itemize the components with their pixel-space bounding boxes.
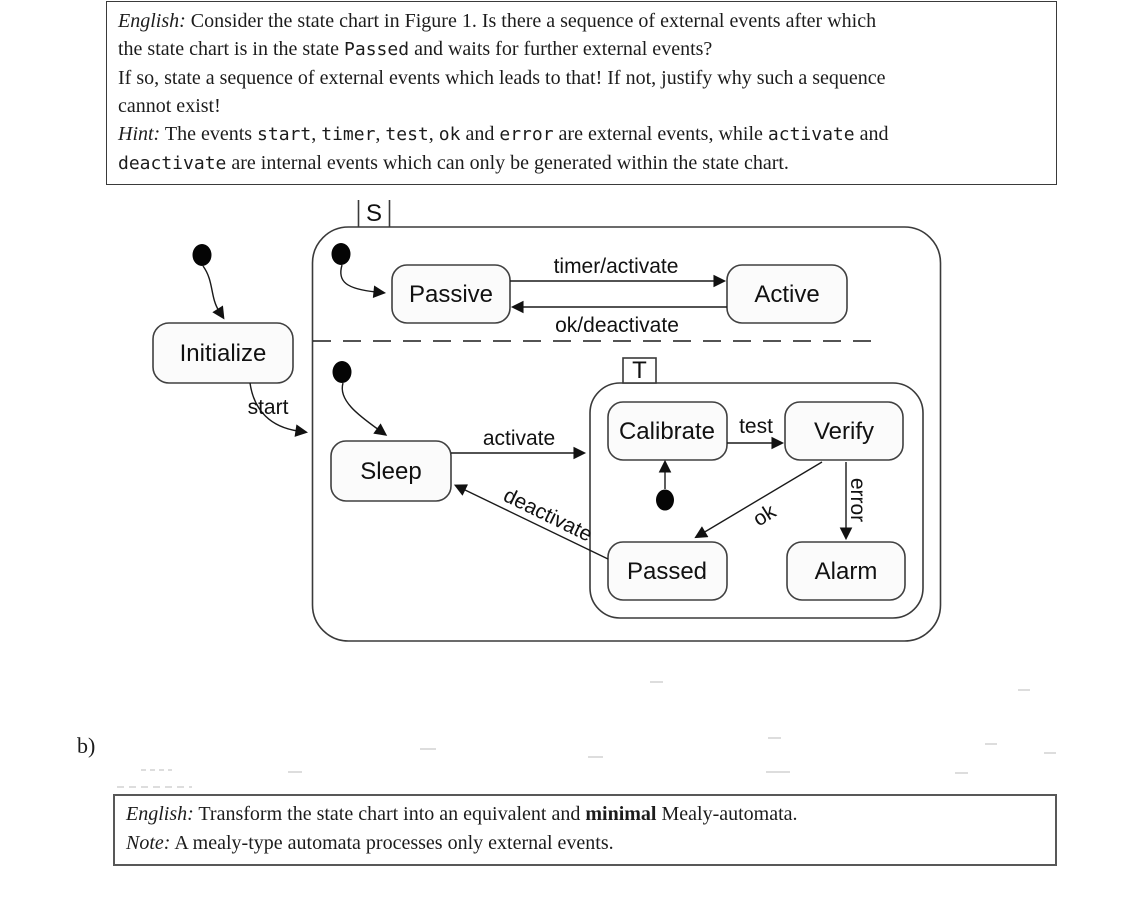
english-label-b: English:: [126, 803, 194, 825]
code-passed: Passed: [344, 39, 410, 60]
code-timer: timer: [321, 124, 376, 145]
note-label: Note:: [126, 832, 171, 854]
code-deactivate: deactivate: [118, 153, 227, 174]
code-error: error: [499, 124, 554, 145]
state-sleep-label: Sleep: [360, 458, 421, 485]
qa-hint-text1: The events: [160, 123, 258, 145]
state-verify: Verify: [784, 401, 904, 461]
state-alarm: Alarm: [786, 541, 906, 601]
initial-state-dot-upper-region: [331, 243, 351, 265]
qa-line4-text: cannot exist!: [118, 95, 221, 117]
start-transition-label: start: [248, 396, 289, 419]
activate-label: activate: [483, 427, 555, 450]
qa-line2-text: the state chart is in the state: [118, 38, 345, 60]
deactivate-arrow: [453, 484, 609, 560]
state-sleep: Sleep: [330, 440, 452, 502]
initial-state-dot-top: [192, 244, 212, 266]
initial-to-passive-arrow: [340, 264, 387, 299]
initial-to-initialize-arrow: [202, 265, 225, 320]
code-test: test: [385, 124, 429, 145]
qa-sep3: ,: [428, 123, 439, 145]
qb-line1-tail: Mealy-automata.: [656, 803, 798, 825]
state-calibrate: Calibrate: [607, 401, 728, 461]
state-calibrate-label: Calibrate: [619, 418, 715, 445]
code-start: start: [257, 124, 312, 145]
composite-s-label: S: [366, 200, 382, 227]
state-verify-label: Verify: [814, 418, 874, 445]
state-active: Active: [726, 264, 848, 324]
qa-line2-tail: and waits for further external events?: [409, 38, 713, 60]
hint-label: Hint:: [118, 123, 161, 145]
state-alarm-label: Alarm: [815, 558, 878, 585]
state-initialize-label: Initialize: [180, 340, 267, 367]
test-label: test: [739, 415, 773, 438]
minimal-bold: minimal: [585, 803, 657, 825]
qa-hint-text2: are external events, while: [553, 123, 768, 145]
initial-state-dot-t: [656, 489, 674, 511]
english-label: English:: [118, 10, 186, 32]
qa-sep1: ,: [311, 123, 322, 145]
question-a-box: English: Consider the state chart in Fig…: [106, 1, 1057, 185]
qa-and1: and: [460, 123, 500, 145]
qb-line1-text: Transform the state chart into an equiva…: [193, 803, 586, 825]
ok-deactivate-label: ok/deactivate: [555, 314, 679, 337]
composite-t-label: T: [632, 357, 647, 384]
code-ok: ok: [438, 124, 461, 145]
qa-line1-text: Consider the state chart in Figure 1. Is…: [185, 10, 877, 32]
initial-to-sleep-arrow: [341, 382, 388, 436]
question-b-box: English: Transform the state chart into …: [113, 794, 1057, 866]
state-initialize: Initialize: [152, 322, 294, 384]
timer-activate-label: timer/activate: [554, 255, 679, 278]
qb-note-text: A mealy-type automata processes only ext…: [170, 832, 614, 854]
state-passive-label: Passive: [409, 281, 493, 308]
state-passive: Passive: [391, 264, 511, 324]
ok-arrow: [694, 461, 823, 539]
t-tab-box: [622, 357, 657, 384]
qa-line3-text: If so, state a sequence of external even…: [118, 67, 886, 89]
part-b-label: b): [77, 733, 96, 758]
qa-sep2: ,: [375, 123, 386, 145]
state-passed: Passed: [607, 541, 728, 601]
error-label: error: [846, 478, 869, 522]
state-active-label: Active: [754, 281, 819, 308]
start-transition-arrow: [249, 382, 308, 437]
smudge-artifact: [117, 681, 1056, 788]
state-passed-label: Passed: [627, 558, 707, 585]
qa-and2: and: [854, 123, 889, 145]
code-activate: activate: [767, 124, 855, 145]
qa-hint-text3: are internal events which can only be ge…: [226, 152, 789, 174]
initial-state-dot-lower-region: [332, 361, 352, 383]
